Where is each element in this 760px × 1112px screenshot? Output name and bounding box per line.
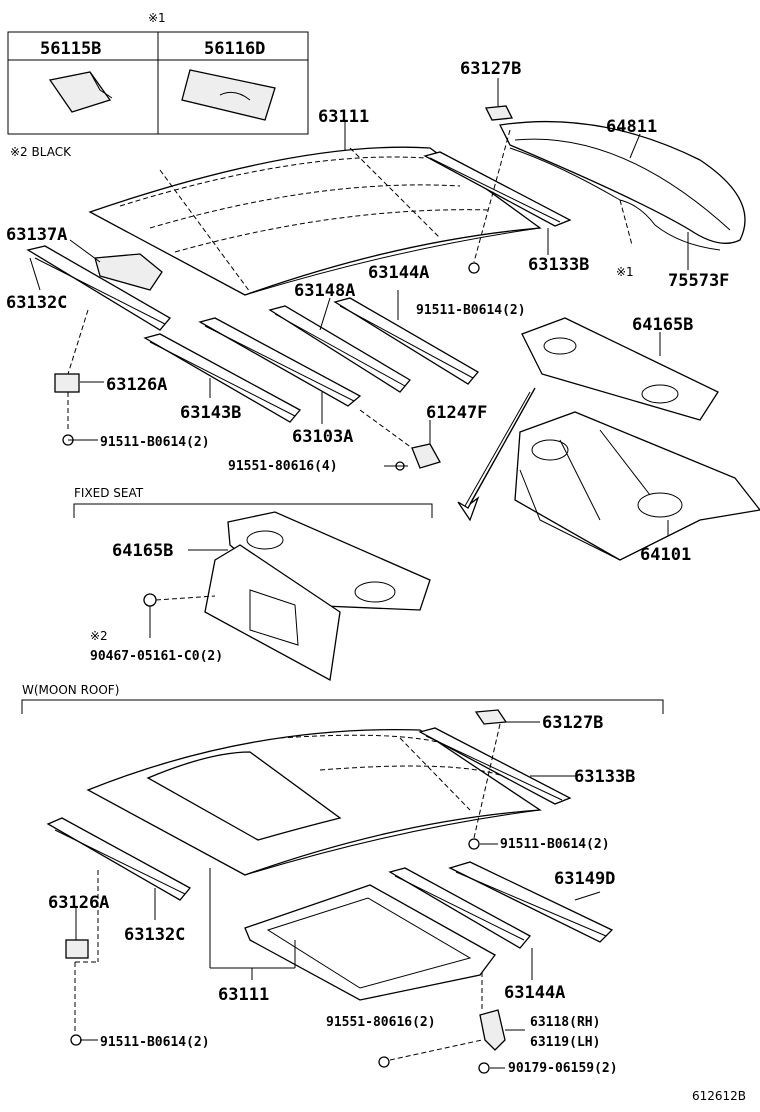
bracket-63137a-shape (94, 253, 163, 291)
tray-64165b-top-shape (521, 317, 719, 421)
label-63111-moon: 63111 (218, 985, 269, 1005)
fastener-90467-shape (143, 593, 157, 607)
label-64811: 64811 (606, 117, 657, 137)
label-63144a-moon: 63144A (504, 983, 565, 1003)
clip-63126a-top-shape (54, 373, 80, 393)
label-63119: 63119(LH) (530, 1035, 600, 1050)
label-63103a: 63103A (292, 427, 353, 447)
label-63137a: 63137A (6, 225, 67, 245)
rail-63133b-moon-shape (418, 727, 572, 805)
label-75573f: 75573F (668, 271, 729, 291)
black-note: ※2 BLACK (10, 145, 72, 159)
clip-63126a-moon-shape (65, 939, 89, 959)
bow-63103a-shape (198, 317, 362, 407)
bow-63144a-shape (333, 297, 479, 385)
label-63149d: 63149D (554, 869, 615, 889)
legend-box: ※1 56115B 56116D ※2 BLACK (7, 11, 309, 159)
label-63126a-moon: 63126A (48, 893, 109, 913)
label-91551-top: 91551-80616(4) (228, 459, 338, 474)
label-63148a: 63148A (294, 281, 355, 301)
label-63127b-moon: 63127B (542, 713, 603, 733)
label-61247f: 61247F (426, 403, 487, 423)
label-63132c-moon: 63132C (124, 925, 185, 945)
figure-code: 612612B (692, 1089, 746, 1103)
label-91511-moon-mid: 91511-B0614(2) (500, 837, 610, 852)
bracket-61247f-shape (411, 443, 441, 469)
rail-63133b-top-shape (423, 151, 572, 227)
clip-56116d-shape (181, 69, 276, 121)
clip-63127b-moon-shape (474, 709, 508, 725)
label-64165b-top: 64165B (632, 315, 693, 335)
clip-63127b-top-shape (484, 105, 514, 121)
clip-56115b-shape (48, 71, 112, 113)
sunroof-opening-shape (146, 751, 342, 841)
label-91511-left: 91511-B0614(2) (100, 435, 210, 450)
label-63118: 63118(RH) (530, 1015, 600, 1030)
bolt-moon-mid-shape (468, 838, 480, 850)
label-63133b-top: 63133B (528, 255, 589, 275)
bolt-mid-shape (468, 262, 480, 274)
label-91551-moon: 91551-80616(2) (326, 1015, 436, 1030)
label-63144a-top: 63144A (368, 263, 429, 283)
panel-64101-shape (514, 411, 760, 561)
arrow-shape (457, 387, 536, 522)
label-91511-moon-left: 91511-B0614(2) (100, 1035, 210, 1050)
labels-top: 63111 63127B 64811 63137A 63132C 63133B … (6, 59, 729, 565)
moon-roof-bracket (21, 699, 664, 714)
label-63133b-moon: 63133B (574, 767, 635, 787)
legend-mark: ※1 (148, 11, 166, 25)
label-63143b: 63143B (180, 403, 241, 423)
nut-91551-moon-shape (378, 1056, 390, 1068)
label-63127b-top: 63127B (460, 59, 521, 79)
label-mark1-top: ※1 (616, 265, 634, 279)
leader-lines (29, 78, 689, 1069)
label-mark2: ※2 (90, 629, 108, 643)
bolt-90179-shape (478, 1062, 490, 1074)
tray-board-shape (204, 544, 341, 682)
legend-col2-label: 56116D (204, 39, 265, 59)
label-91511-mid: 91511-B0614(2) (416, 303, 526, 318)
moon-roof-label: W(MOON ROOF) (22, 683, 119, 697)
labels-moon: 63127B 63133B 91511-B0614(2) 63126A 6313… (48, 713, 635, 1076)
bow-63143b-shape (143, 333, 302, 423)
labels-fixed: 64165B ※2 90467-05161-C0(2) (90, 541, 223, 664)
fixed-seat-bracket (73, 503, 433, 518)
bow-63148a-shape (268, 305, 411, 393)
bracket-63118-shape (479, 1009, 506, 1051)
bolt-moon-left-shape (70, 1034, 82, 1046)
label-90467: 90467-05161-C0(2) (90, 649, 223, 664)
sunroof-frame-shape (244, 884, 496, 1001)
label-64165b-fixed: 64165B (112, 541, 173, 561)
bow-63149d-shape (448, 861, 614, 943)
label-63111-top: 63111 (318, 107, 369, 127)
fixed-seat-label: FIXED SEAT (74, 486, 144, 500)
label-63132c-top: 63132C (6, 293, 67, 313)
legend-col1-label: 56115B (40, 39, 101, 59)
label-90179: 90179-06159(2) (508, 1061, 618, 1076)
label-64101: 64101 (640, 545, 691, 565)
label-63126a-top: 63126A (106, 375, 167, 395)
trim-64811-shape (499, 120, 746, 244)
